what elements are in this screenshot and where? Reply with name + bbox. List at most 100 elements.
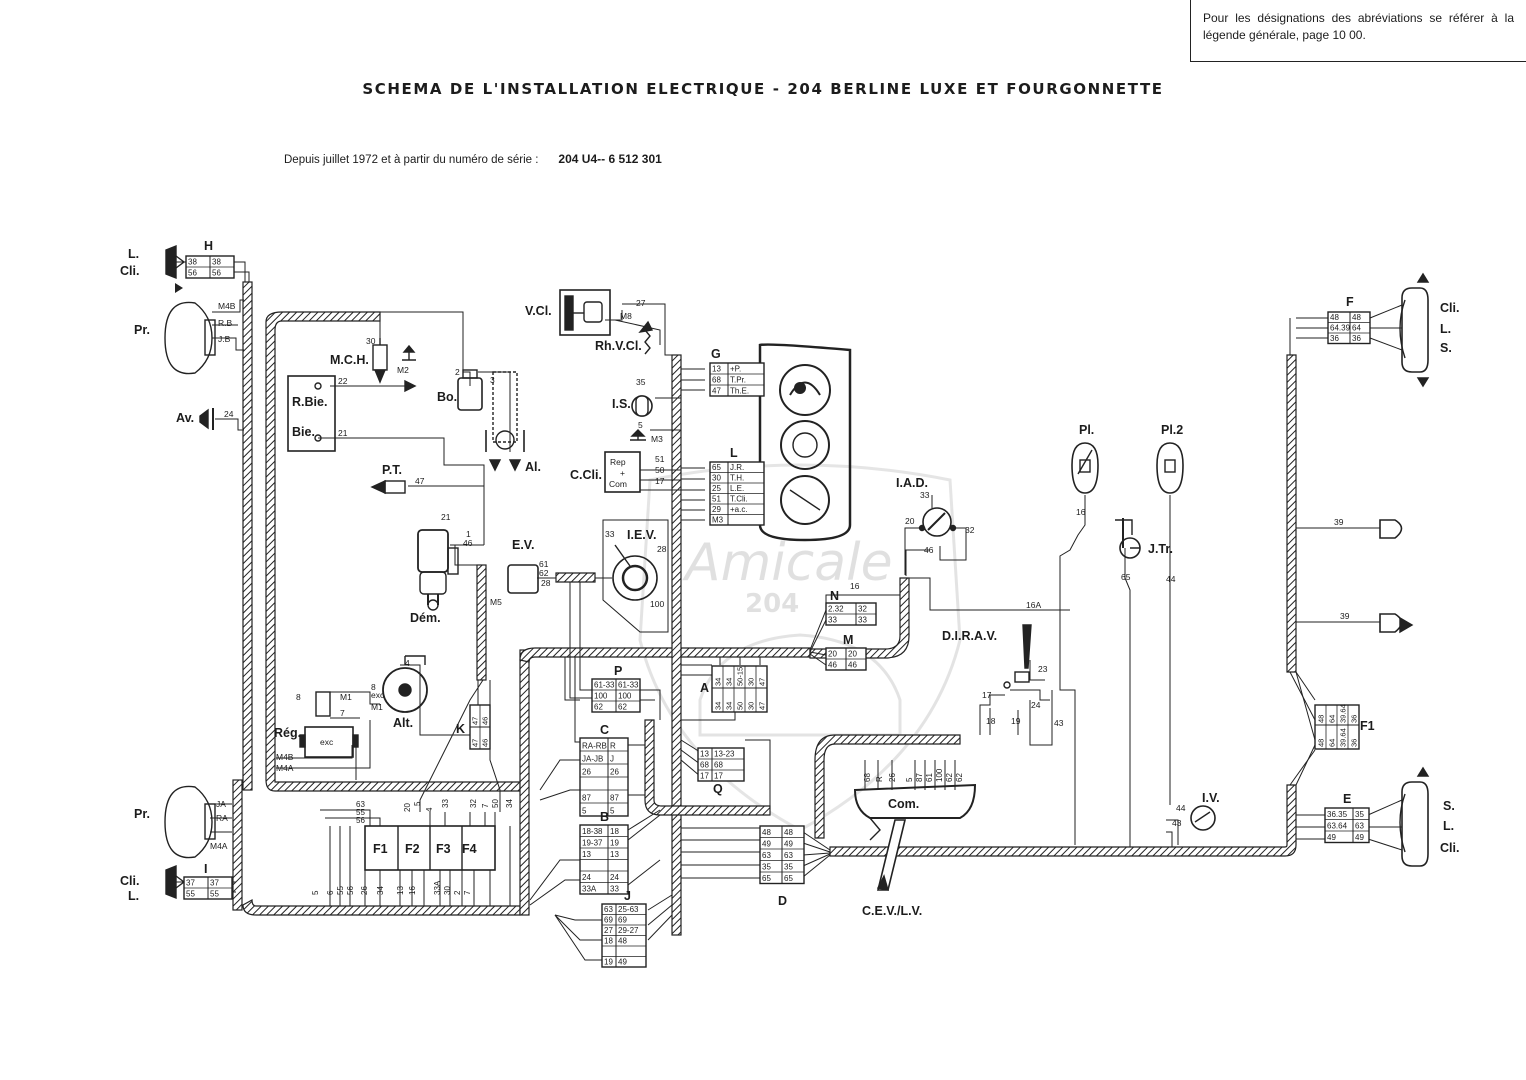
connector-cell: M3	[712, 516, 724, 525]
wire-33: 33	[605, 529, 615, 539]
connector-cell: 47	[471, 739, 480, 747]
label-l-right-bottom: L.	[1443, 819, 1454, 833]
connector-cell: 36	[1330, 334, 1339, 343]
connector-cell: 34	[725, 702, 734, 710]
connector-frame	[697, 747, 745, 782]
connector-cell: 5	[582, 807, 587, 816]
connector-cell: 2.32	[828, 605, 844, 614]
connector-cell: 18	[610, 827, 619, 836]
connector-cell: 46	[848, 661, 857, 670]
wire-number: 16	[408, 886, 417, 895]
connector-cell: 5	[610, 807, 615, 816]
connector-cell: 48	[762, 828, 771, 837]
connector-cell: 37	[186, 879, 195, 888]
wire-33b: 33	[920, 490, 930, 500]
wire-24: 24	[224, 409, 234, 419]
label-l-right-top: L.	[1440, 322, 1451, 336]
battery-box	[287, 375, 417, 452]
harness-left-vertical	[242, 281, 253, 791]
reversing-switch-iv	[1190, 805, 1216, 831]
label-s-right-bottom: S.	[1443, 799, 1455, 813]
label-bie: Bie.	[292, 425, 315, 439]
wire-20: 20	[905, 516, 915, 526]
connector-label: H	[204, 239, 213, 253]
wire-8b: 8	[296, 692, 301, 702]
label-alt: Alt.	[393, 716, 413, 730]
connector-cell: 49	[762, 840, 771, 849]
connector-cell: 13-23	[714, 750, 735, 759]
connector-cell: 30	[747, 678, 756, 686]
wire-m8: M8	[620, 311, 632, 321]
label-f3: F3	[436, 842, 451, 856]
label-l-left: L.	[128, 247, 139, 261]
label-ccli-plus: +	[620, 468, 625, 478]
wire-4: 4	[405, 658, 410, 668]
connector-cell: 34	[714, 678, 723, 686]
connector-cell: 64	[1328, 739, 1337, 747]
symbols	[164, 244, 1430, 900]
connector-cell: 47	[758, 702, 767, 710]
label-ccli-rep: Rep	[610, 457, 626, 467]
label-av: Av.	[176, 411, 194, 425]
connector-cell: 13	[712, 365, 721, 374]
connector-cell: 35	[784, 863, 793, 872]
connector-cell: 61-33	[618, 681, 639, 690]
wire-65: 65	[1121, 572, 1131, 582]
connector-cell: 24	[582, 873, 591, 882]
wire-17b: 17	[982, 690, 992, 700]
connector-frame	[1324, 807, 1370, 844]
wire-28: 28	[541, 578, 551, 588]
connector-label: C	[600, 723, 609, 737]
connector-cell: 29-27	[618, 926, 639, 935]
connector-cell: 33	[610, 885, 619, 894]
connector-cell: 24	[610, 873, 619, 882]
harness	[232, 281, 1297, 936]
stop-switch-is	[631, 395, 653, 417]
wire-number: 68	[863, 773, 872, 782]
wire-exc: exc	[371, 690, 385, 700]
connector-cell: T.Cli.	[730, 495, 748, 504]
valve-switch-iev	[612, 544, 658, 601]
wire-number: 5	[311, 890, 320, 895]
connector-cell: 27	[604, 926, 613, 935]
wire-m3: M3	[651, 434, 663, 444]
connector-cell: L.E.	[730, 484, 744, 493]
connector-cell: T.H.	[730, 474, 744, 483]
starter-switch-iad	[918, 507, 957, 537]
wire-m1b: M1	[371, 702, 383, 712]
wire-16-vertical: 16	[1076, 507, 1086, 517]
connector-cell: 26	[582, 768, 591, 777]
connector-cell: 48	[618, 937, 627, 946]
rear-left-indicator-lamp	[165, 864, 186, 900]
label-f1: F1	[373, 842, 388, 856]
connector-cell: 63.64	[1327, 822, 1348, 831]
horn-right-2	[1379, 613, 1414, 634]
connector-cell: 55	[186, 890, 195, 899]
connector-cell: +P.	[730, 365, 741, 374]
connector-cell: 35	[762, 863, 771, 872]
connector-cell: 100	[618, 692, 632, 701]
label-iv: I.V.	[1202, 791, 1220, 805]
wire-24b: 24	[1031, 700, 1041, 710]
wire-46: 46	[463, 538, 473, 548]
wire-39a: 39	[1334, 517, 1344, 527]
connector-label: J	[624, 889, 631, 903]
fuse-box	[364, 825, 496, 871]
connector-cell: 51	[712, 495, 721, 504]
horn-right-1	[1379, 519, 1403, 539]
connector-cell: 26	[610, 768, 619, 777]
label-rhvcl: Rh.V.Cl.	[595, 339, 642, 353]
connector-cell: 65	[762, 874, 771, 883]
wire-number: 50	[491, 799, 500, 808]
ceiling-lamp-pl	[1071, 442, 1099, 494]
connector-cell: J.R.	[730, 463, 744, 472]
wire-44: 44	[1166, 574, 1176, 584]
